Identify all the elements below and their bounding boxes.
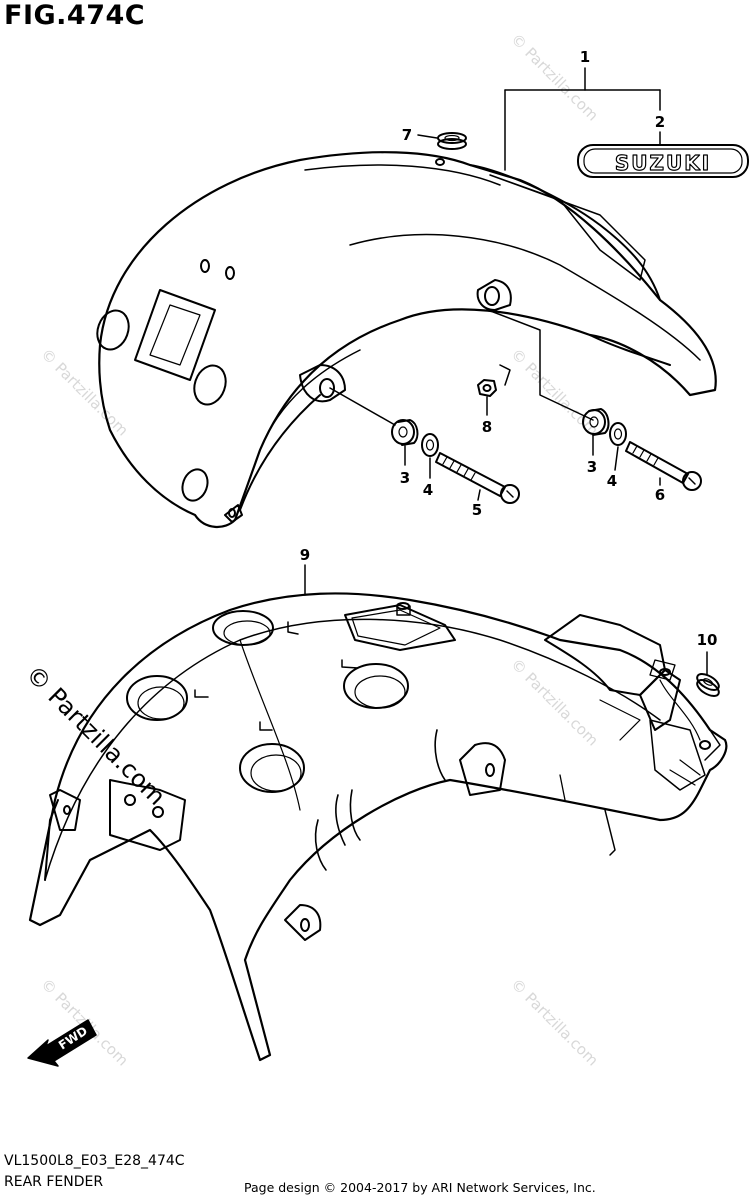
callout-2: 2 (655, 113, 665, 131)
bolt-6 (625, 441, 702, 491)
callout-5: 5 (472, 501, 482, 519)
washer-4-left (421, 433, 439, 457)
diagram-name: REAR FENDER (4, 1174, 104, 1190)
callout-3-right: 3 (587, 458, 597, 476)
cushion-10 (696, 673, 720, 697)
callouts: 1 2 7 8 3 4 5 3 4 6 9 10 (300, 48, 718, 649)
callout-7: 7 (402, 126, 412, 144)
rear-fender-inner (28, 592, 728, 1062)
bushing-3-right (582, 408, 610, 436)
copyright-notice: Page design © 2004-2017 by ARI Network S… (244, 1180, 596, 1195)
rear-fender-upper (96, 151, 717, 528)
callout-1: 1 (580, 48, 590, 66)
bolt-5 (435, 452, 520, 504)
callout-10: 10 (697, 631, 718, 649)
cushion-7 (437, 132, 467, 150)
washer-4-right (609, 422, 627, 446)
nut-8 (477, 379, 497, 397)
bushing-3-left (391, 419, 419, 446)
emblem-text: SUZUKI (615, 151, 711, 175)
callout-6: 6 (655, 486, 665, 504)
suzuki-emblem: SUZUKI (577, 144, 749, 178)
callout-3-left: 3 (400, 469, 410, 487)
figure-title: FIG.474C (4, 0, 146, 31)
callout-9: 9 (300, 546, 310, 564)
leader-lines-upper (329, 67, 661, 501)
callout-8: 8 (482, 418, 492, 436)
callout-4-right: 4 (607, 472, 617, 490)
leader-lines-lower (304, 564, 708, 676)
callout-4-left: 4 (423, 481, 433, 499)
fwd-arrow-icon: FWD (27, 1019, 97, 1067)
diagram-code: VL1500L8_E03_E28_474C (4, 1153, 185, 1169)
